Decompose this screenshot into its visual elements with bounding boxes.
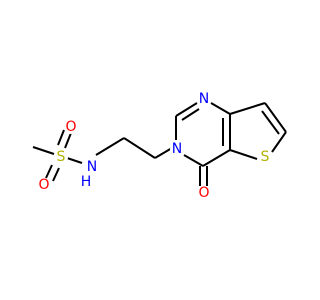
bond-c2-n1-b xyxy=(181,108,200,121)
atom-label-background xyxy=(85,160,99,174)
bond-sulfur-oxygen-lower-a xyxy=(45,164,53,179)
bond-sulfur-nitrogen xyxy=(66,157,83,164)
bond-sulfur-oxygen-upper-b xyxy=(64,132,72,149)
bond-c8a-c7 xyxy=(229,102,266,115)
atom-nitrogen-upper: N xyxy=(199,91,209,107)
bond-sulfur-oxygen-upper-a xyxy=(57,129,65,146)
atom-label-background xyxy=(197,186,211,200)
atom-label-layer: S O O N H N N S O xyxy=(37,91,272,201)
atom-label-background xyxy=(37,178,51,192)
atom-oxygen-upper: O xyxy=(65,119,76,135)
atom-sulfur-sulfonyl: S xyxy=(57,149,66,165)
atom-nitrogen-amide: N xyxy=(87,159,97,175)
bond-n1-c8a xyxy=(210,102,231,115)
bond-c7-c6-b xyxy=(261,110,280,135)
bond-ch2-ring-nitrogen xyxy=(154,147,173,159)
atom-oxygen-lower: O xyxy=(38,177,49,193)
bond-c4-n3 xyxy=(183,154,204,167)
bond-methyl-sulfur xyxy=(32,146,55,155)
bond-nitrogen-ch2 xyxy=(95,137,125,156)
atom-label-background xyxy=(170,142,184,156)
bond-c4a-c4 xyxy=(202,149,231,167)
atom-sulfur-thiophene: S xyxy=(261,149,270,165)
atom-nitrogen-ring: N xyxy=(172,141,182,157)
molecule-structure: S O O N H N N S O xyxy=(32,91,287,201)
bond-c6-sulfur xyxy=(271,131,287,153)
atom-oxygen-carbonyl: O xyxy=(198,185,209,201)
bond-sulfur-c4a xyxy=(229,149,258,160)
atom-label-background xyxy=(64,120,78,134)
bond-layer xyxy=(32,102,287,186)
atom-label-background xyxy=(258,150,272,164)
atom-hydrogen-amide: H xyxy=(81,174,92,190)
atom-label-background xyxy=(197,92,211,106)
bond-c7-c6-a xyxy=(264,102,287,133)
atom-label-background xyxy=(54,150,68,164)
bond-ch2-ch2 xyxy=(123,137,156,159)
bond-c2-n1-a xyxy=(175,102,198,117)
bond-sulfur-oxygen-lower-b xyxy=(52,167,60,182)
atom-label-background xyxy=(79,175,93,189)
